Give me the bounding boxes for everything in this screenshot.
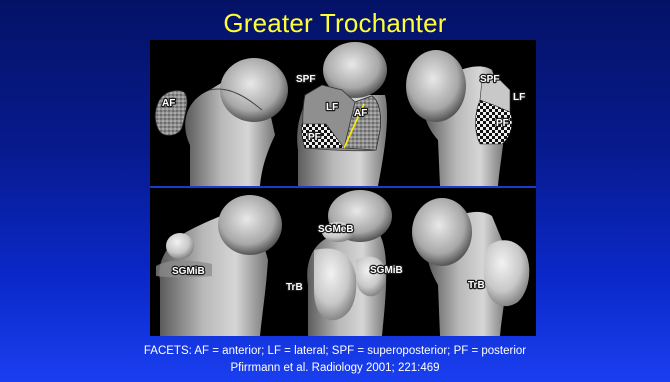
label-sgmeb-bottom-center: SGMeB bbox=[318, 224, 354, 235]
bursa-bottom-left bbox=[166, 233, 194, 259]
label-pf-top-center: PF bbox=[308, 132, 321, 143]
label-af-top-center: AF bbox=[354, 108, 367, 119]
citation-caption: Pfirrmann et al. Radiology 2001; 221:469 bbox=[0, 362, 670, 374]
label-af-top-left: AF bbox=[162, 98, 175, 109]
row-divider bbox=[150, 186, 536, 188]
femur-top-center bbox=[297, 42, 387, 186]
femur-bottom-center bbox=[307, 190, 392, 336]
label-lf-top-right: LF bbox=[513, 92, 525, 103]
femur-illustrations: AF SPF LF AF PF SPF LF P bbox=[150, 40, 536, 336]
label-trb-bottom-center: TrB bbox=[286, 282, 303, 293]
label-trb-bottom-right: TrB bbox=[468, 280, 485, 291]
label-sgmib-bottom-center: SGMiB bbox=[370, 265, 403, 276]
label-sgmib-bottom-left: SGMiB bbox=[172, 266, 205, 277]
femur-top-left bbox=[155, 58, 288, 186]
label-spf-top-right: SPF bbox=[480, 74, 499, 85]
bursa-sgmib-center bbox=[356, 257, 386, 297]
label-spf-top-center: SPF bbox=[296, 74, 315, 85]
facets-caption: FACETS: AF = anterior; LF = lateral; SPF… bbox=[0, 345, 670, 357]
label-lf-top-center: LF bbox=[326, 102, 338, 113]
slide-title: Greater Trochanter bbox=[0, 8, 670, 39]
anatomy-figure: AF SPF LF AF PF SPF LF P bbox=[150, 40, 536, 336]
label-pf-top-right: PF bbox=[496, 118, 509, 129]
bursa-trb-right bbox=[484, 240, 530, 306]
femur-bottom-right bbox=[412, 198, 529, 336]
